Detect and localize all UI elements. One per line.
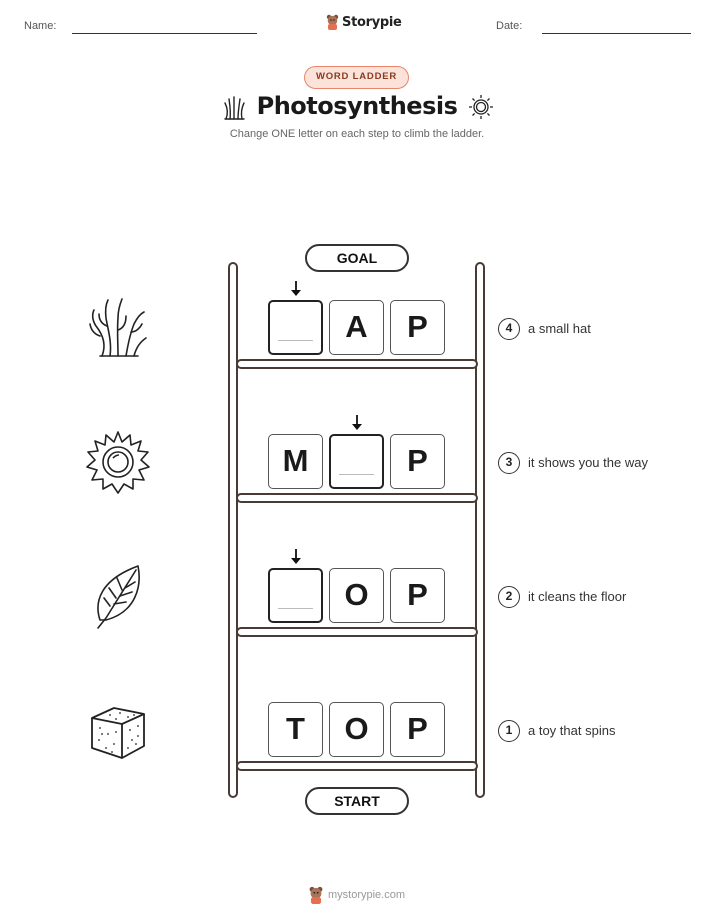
ladder-rung [236,761,478,771]
letter-tile: P [390,300,445,355]
step-clue: it shows you the way [528,455,648,470]
step-number: 3 [498,452,520,474]
word-ladder-badge: WORD LADDER [304,66,409,89]
ladder-left-rail [228,262,238,798]
name-line[interactable] [72,33,257,34]
storypie-logo: Storypie [326,14,402,30]
sun-icon [469,95,493,119]
leaf-icon [97,565,140,629]
down-arrow-icon [291,549,301,564]
letter-tile: O [329,568,384,623]
letter-tile: A [329,300,384,355]
letter-tile: O [329,702,384,757]
step-clue: a toy that spins [528,723,616,738]
logo-text: Storypie [342,14,402,30]
name-label: Name: [24,20,57,32]
step-clue: it cleans the floor [528,589,627,604]
footer: mystorypie.com [308,886,405,904]
letter-input-blank[interactable] [268,568,323,623]
date-line[interactable] [542,33,691,34]
step-number: 4 [498,318,520,340]
coral-icon [224,96,245,120]
footer-url[interactable]: mystorypie.com [328,889,406,901]
down-arrow-icon [352,415,362,430]
page-title: Photosynthesis [256,92,458,120]
letter-tile: P [390,702,445,757]
down-arrow-icon [291,281,301,296]
coral-icon [89,298,147,357]
ladder-rung [236,493,478,503]
letter-tile: P [390,568,445,623]
letter-input-blank[interactable] [268,300,323,355]
instructions: Change ONE letter on each step to climb … [229,128,485,140]
step-number: 2 [498,586,520,608]
sugar-cube-icon [91,707,145,759]
ladder-rung [236,359,478,369]
step-clue: a small hat [528,321,591,336]
bear-mascot-icon [309,886,323,904]
ladder-rung [236,627,478,637]
letter-input-blank[interactable] [329,434,384,489]
date-label: Date: [496,20,523,32]
sun-icon [86,431,150,494]
bear-mascot-icon [326,14,339,30]
letter-tile: M [268,434,323,489]
goal-label: GOAL [305,244,409,272]
letter-tile: T [268,702,323,757]
letter-tile: P [390,434,445,489]
ladder-right-rail [475,262,485,798]
start-label: START [305,787,409,815]
step-number: 1 [498,720,520,742]
